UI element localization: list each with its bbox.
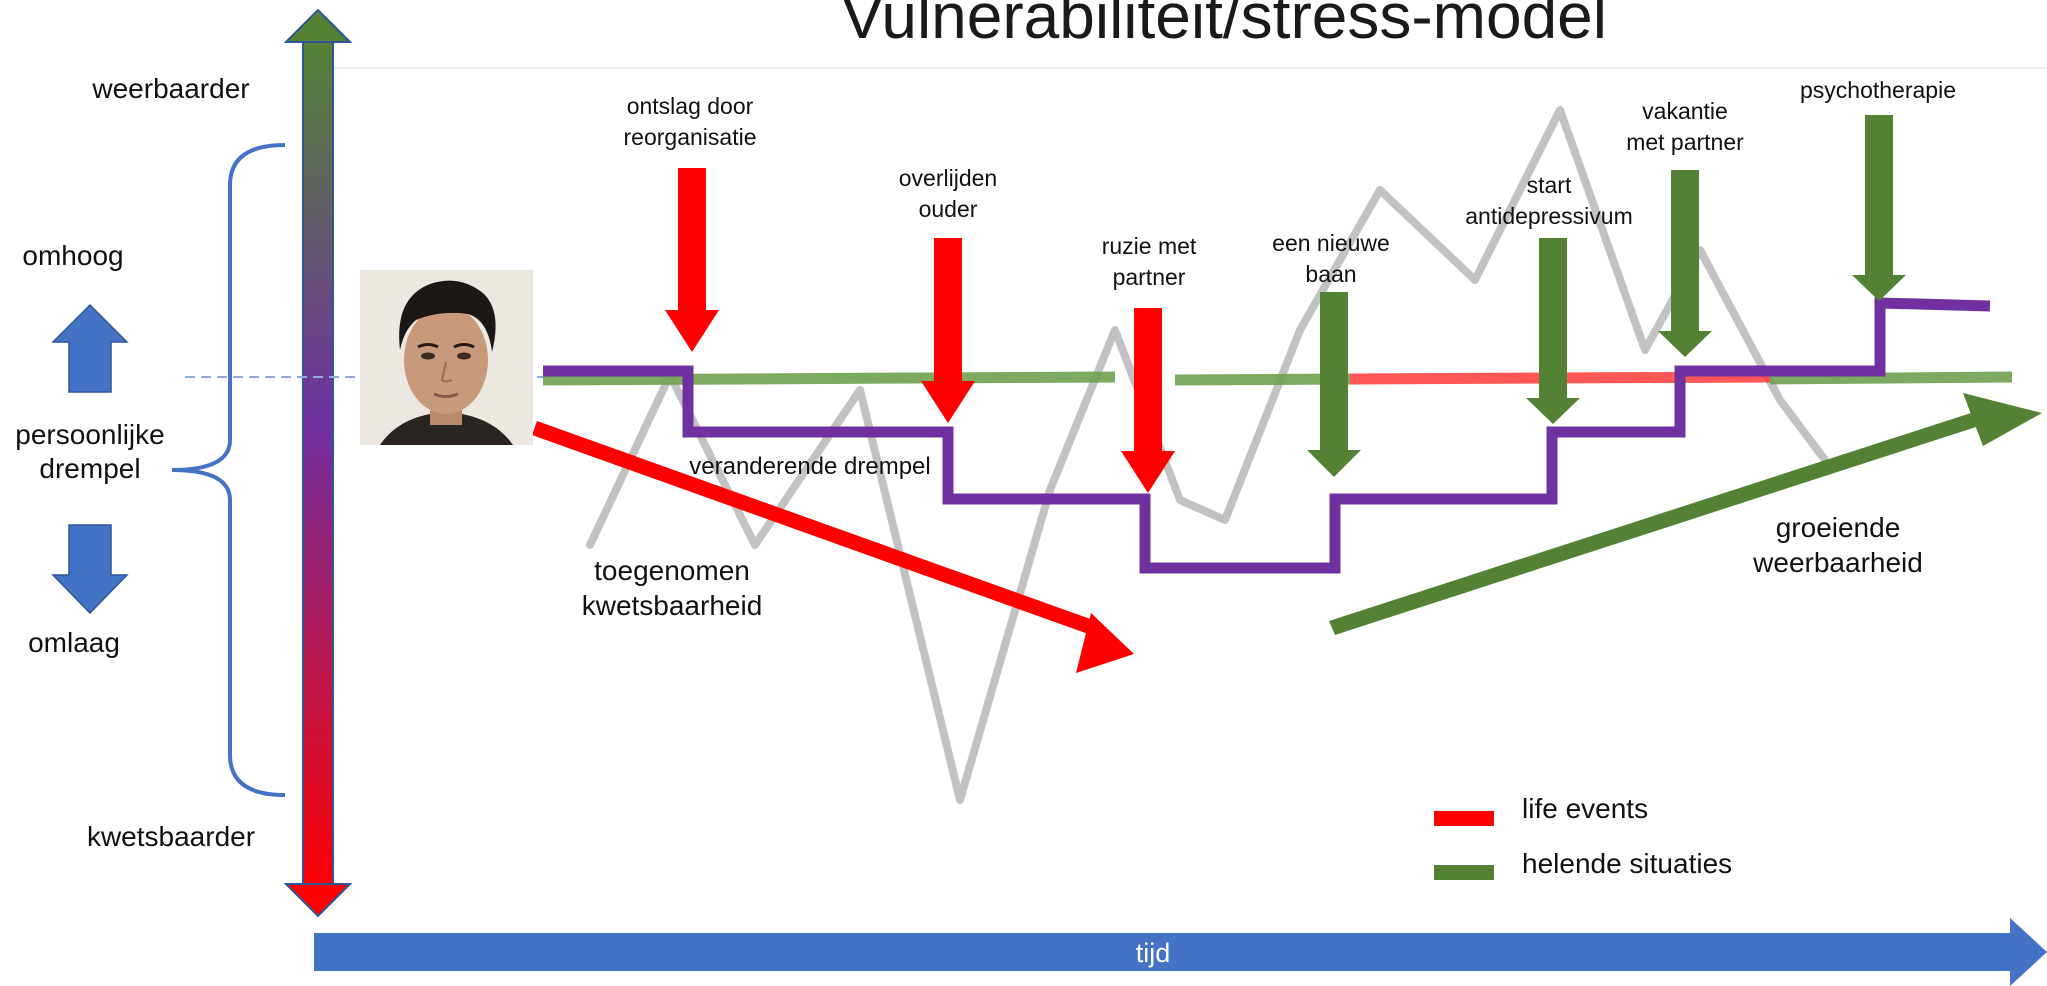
resilience-trend-label-line2: weerbaarheid — [1752, 547, 1923, 578]
healing-label-antidepressivum-line1: start — [1527, 172, 1572, 198]
threshold-label-line1: persoonlijke — [15, 419, 164, 450]
vulnerability-trend-arrow — [532, 421, 1134, 673]
life-event-arrow-ruzie — [1121, 308, 1175, 493]
life-event-label-ontslag-line1: ontslag door — [627, 93, 754, 119]
healing-label-nieuwe-baan-line2: baan — [1305, 261, 1356, 287]
changing-threshold-label: veranderende drempel — [689, 453, 931, 480]
resilience-trend-arrow — [1329, 393, 2042, 635]
vulnerability-trend-label-line2: kwetsbaarheid — [582, 590, 763, 621]
up-label: omhoog — [22, 240, 123, 271]
legend-swatch-helende-situaties — [1434, 865, 1494, 880]
arrow-down-icon — [51, 524, 129, 615]
changing-threshold-line — [543, 297, 1991, 574]
down-label: omlaag — [28, 627, 120, 658]
life-event-label-ruzie-line2: partner — [1113, 264, 1186, 290]
healing-label-vakantie-line2: met partner — [1626, 129, 1744, 155]
threshold-bracket — [171, 143, 286, 797]
person-photo — [360, 270, 533, 445]
life-event-arrow-ontslag — [665, 168, 719, 352]
healing-arrow-nieuwe-baan — [1307, 292, 1361, 477]
axis-arrow-up-icon — [283, 8, 353, 43]
legend: life events helende situaties — [1434, 793, 1732, 880]
time-axis-arrow — [314, 918, 2047, 986]
axis-top-label: weerbaarder — [91, 73, 249, 104]
healing-arrow-psychotherapie — [1852, 115, 1906, 301]
life-event-label-ontslag-line2: reorganisatie — [624, 124, 757, 150]
legend-label-helende-situaties: helende situaties — [1522, 848, 1732, 879]
healing-arrow-antidepressivum — [1526, 238, 1580, 424]
life-event-label-overlijden-line1: overlijden — [899, 165, 997, 191]
baseline-threshold — [542, 371, 2013, 386]
life-event-label-ruzie-line1: ruzie met — [1102, 233, 1197, 259]
axis-bottom-label: kwetsbaarder — [87, 821, 255, 852]
healing-arrow-vakantie — [1658, 170, 1712, 357]
stress-level-line — [586, 106, 1829, 804]
healing-label-vakantie-line1: vakantie — [1642, 98, 1728, 124]
arrow-up-icon — [51, 303, 129, 393]
legend-swatch-life-events — [1434, 811, 1494, 826]
page-title: Vulnerabiliteit/stress-model — [841, 0, 1607, 52]
healing-label-nieuwe-baan-line1: een nieuwe — [1272, 230, 1390, 256]
threshold-label-line2: drempel — [39, 453, 140, 484]
vulnerability-axis — [283, 8, 353, 918]
axis-arrow-down-icon — [283, 883, 353, 918]
healing-label-antidepressivum-line2: antidepressivum — [1465, 203, 1632, 229]
life-event-label-overlijden-line2: ouder — [919, 196, 978, 222]
resilience-trend-label-line1: groeiende — [1776, 512, 1901, 543]
healing-label-psychotherapie: psychotherapie — [1800, 77, 1956, 103]
time-axis-label: tijd — [1136, 938, 1171, 968]
life-event-arrow-overlijden — [921, 238, 975, 423]
vulnerability-trend-label-line1: toegenomen — [594, 555, 750, 586]
legend-label-life-events: life events — [1522, 793, 1648, 824]
